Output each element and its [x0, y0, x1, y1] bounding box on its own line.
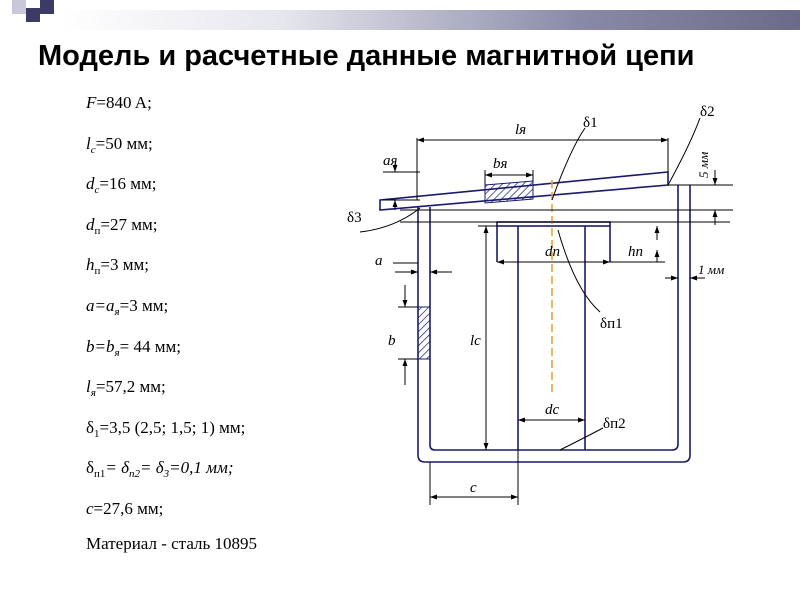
- label-delta1: δ1: [583, 115, 598, 131]
- param-c: c=27,6 мм;: [86, 499, 356, 540]
- param-symbol: δ: [86, 417, 95, 437]
- label-a-ya: aя: [383, 153, 398, 169]
- inner-frame: [429, 185, 679, 451]
- param-subscript: п1: [94, 468, 106, 481]
- param-symbol: δ: [86, 458, 95, 478]
- label-d-p: dп: [545, 244, 560, 260]
- param-delta-gaps: δп1= δп2= δ3=0,1 мм;: [86, 458, 356, 499]
- param-b: b=bя= 44 мм;: [86, 337, 356, 378]
- param-value: =0,1 мм;: [169, 458, 234, 478]
- material-note: Материал - сталь 10895: [86, 534, 257, 553]
- frame-hatch: [417, 306, 431, 360]
- param-symbol: c: [86, 498, 94, 518]
- param-hp: hп=3 мм;: [86, 255, 356, 296]
- param-value: = 44 мм;: [119, 336, 181, 356]
- param-value: =27,6 мм;: [93, 498, 164, 518]
- label-delta-p1: δп1: [600, 316, 623, 332]
- leader-delta1: [551, 127, 586, 201]
- param-value: =27 мм;: [100, 214, 158, 234]
- param-subscript: п: [94, 265, 101, 278]
- param-a: a=aя=3 мм;: [86, 296, 356, 337]
- magnetic-circuit-diagram: lя δ1 δ2 aя bя 5 мм δ3 dп hп 1 мм a b lc…: [347, 104, 733, 505]
- param-symbol: l: [86, 377, 91, 397]
- leader-delta3: [359, 207, 421, 233]
- param-value: =840 A;: [96, 93, 152, 112]
- label-l-ya: lя: [515, 122, 526, 138]
- param-value: b=b: [86, 336, 115, 356]
- outer-frame: [417, 185, 691, 463]
- param-F: F=840 A;: [86, 93, 356, 134]
- param-lya: lя=57,2 мм;: [86, 377, 356, 418]
- param-value: = δ: [140, 458, 164, 478]
- param-value: = δ: [105, 458, 130, 478]
- decor-gradient-bar: [60, 10, 800, 30]
- param-subscript: п: [94, 224, 101, 237]
- param-subscript: 1: [94, 427, 100, 440]
- leader-delta2: [667, 117, 701, 186]
- label-delta2: δ2: [700, 104, 715, 120]
- parameter-list: F=840 A; lc=50 мм; dc=16 мм; dп=27 мм; h…: [86, 93, 356, 540]
- param-value: =3 мм;: [119, 295, 169, 315]
- param-value: =57,2 мм;: [95, 377, 166, 397]
- param-value: =50 мм;: [95, 133, 153, 153]
- param-dc: dc=16 мм;: [86, 174, 356, 215]
- slide-title: Модель и расчетные данные магнитной цепи: [38, 40, 695, 72]
- param-subscript: п2: [129, 468, 141, 481]
- param-symbol: d: [86, 214, 95, 234]
- param-symbol: h: [86, 255, 95, 275]
- label-delta-p2: δп2: [603, 416, 626, 432]
- param-value: a=a: [86, 295, 115, 315]
- decor-square-2: [26, 8, 40, 22]
- param-subscript: я: [114, 346, 120, 359]
- decor-square-3: [40, 0, 54, 14]
- param-value: =3,5 (2,5; 1,5; 1) мм;: [99, 417, 246, 437]
- armature-hatch: [484, 180, 534, 204]
- label-delta3: δ3: [347, 210, 362, 226]
- label-5mm: 5 мм: [696, 152, 711, 178]
- param-lc: lc=50 мм;: [86, 134, 356, 175]
- param-subscript: я: [90, 387, 96, 400]
- param-subscript: c: [94, 184, 100, 197]
- label-b-ya: bя: [493, 156, 508, 172]
- param-subscript: я: [114, 305, 120, 318]
- pole-piece: [496, 221, 611, 227]
- label-l-c: lc: [470, 333, 481, 349]
- param-symbol: F: [86, 93, 97, 112]
- param-dp: dп=27 мм;: [86, 215, 356, 256]
- param-value: =16 мм;: [99, 174, 157, 194]
- label-c: c: [470, 480, 477, 496]
- param-subscript: 3: [163, 468, 170, 481]
- label-h-p: hп: [628, 244, 643, 260]
- label-a: a: [375, 253, 383, 269]
- decor-square-1: [12, 0, 26, 14]
- leader-delta-p1: [557, 229, 601, 313]
- label-1mm: 1 мм: [698, 262, 724, 277]
- label-d-c: dc: [545, 402, 560, 418]
- leader-delta-p2: [559, 427, 604, 451]
- label-b: b: [388, 333, 396, 349]
- param-subscript: c: [90, 143, 96, 156]
- param-symbol: d: [86, 174, 95, 194]
- param-delta1: δ1=3,5 (2,5; 1,5; 1) мм;: [86, 418, 356, 459]
- param-symbol: l: [86, 133, 91, 153]
- param-value: =3 мм;: [100, 255, 149, 275]
- title-decoration: [0, 0, 800, 30]
